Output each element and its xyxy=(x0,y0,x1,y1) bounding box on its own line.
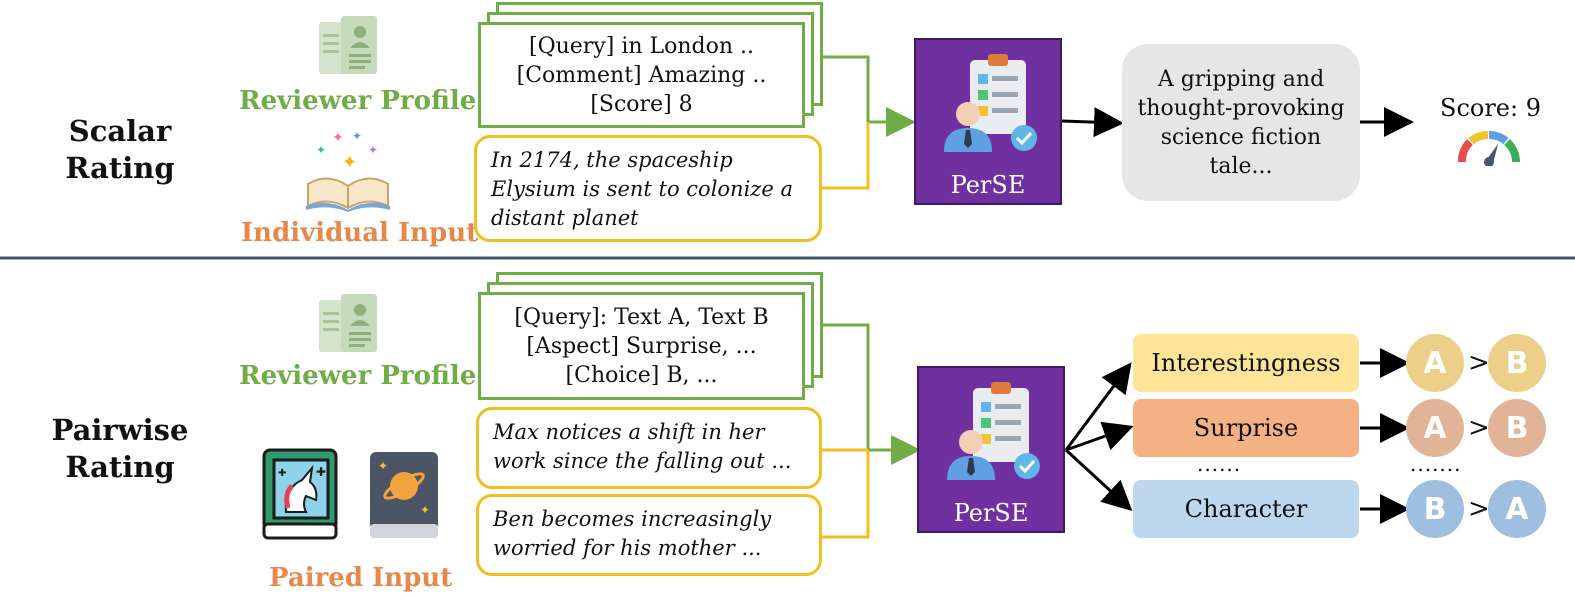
reviewer-clipboard-icon xyxy=(944,54,1037,152)
scalar-perse-label: PerSE xyxy=(950,171,1026,199)
card-line-score: [Score] 8 xyxy=(590,91,693,117)
svg-text:✚: ✚ xyxy=(316,465,326,479)
svg-text:✦: ✦ xyxy=(316,143,326,157)
pairwise-perse-label: PerSE xyxy=(953,499,1029,527)
scalar-reviewer-profile-label: Reviewer Profile xyxy=(239,86,477,116)
profile-card-icon xyxy=(319,16,377,74)
result-ellipsis: ....... xyxy=(1410,452,1462,476)
result-left-circle: A xyxy=(1406,334,1464,392)
paired-input-label: Paired Input xyxy=(269,563,453,593)
score-text: Score: 9 xyxy=(1440,94,1541,122)
card-line-choice: [Choice] B, ... xyxy=(565,362,718,388)
result-right-circle: B xyxy=(1488,334,1546,392)
card-line-query: [Query]: Text A, Text B xyxy=(514,304,769,330)
aspect-surprise: Surprise xyxy=(1133,399,1359,457)
pairwise-story-b-box: Ben becomes increasingly worried for his… xyxy=(476,494,822,576)
result-right-circle: A xyxy=(1488,480,1546,538)
pairwise-reviewer-profile-label: Reviewer Profile xyxy=(239,361,477,391)
svg-text:✦: ✦ xyxy=(368,143,378,157)
scalar-rating-label: Scalar Rating xyxy=(50,113,190,187)
scalar-story-box: In 2174, the spaceship Elysium is sent t… xyxy=(474,135,822,242)
result-left-circle: A xyxy=(1406,399,1464,457)
svg-text:✦: ✦ xyxy=(332,130,344,146)
reviewer-clipboard-icon xyxy=(947,382,1040,480)
scalar-label-line2: Rating xyxy=(65,151,175,185)
scalar-perse-model: PerSE xyxy=(914,38,1062,205)
scalar-label-line1: Scalar xyxy=(68,114,172,148)
result-right-circle: B xyxy=(1488,399,1546,457)
pairwise-profile-card: [Query]: Text A, Text B [Aspect] Surpris… xyxy=(478,292,805,400)
pairwise-rating-label: Pairwise Rating xyxy=(45,412,195,486)
svg-text:✦: ✦ xyxy=(378,459,388,473)
card-line-aspect: [Aspect] Surprise, ... xyxy=(526,333,757,359)
svg-text:✦: ✦ xyxy=(342,152,357,173)
scalar-output-text: A gripping and thought-provoking science… xyxy=(1122,44,1360,201)
profile-card-icon xyxy=(319,294,377,352)
svg-text:✦: ✦ xyxy=(352,129,362,143)
result-operator: > xyxy=(1468,348,1490,378)
card-line-comment: [Comment] Amazing .. xyxy=(516,62,767,88)
card-line-query: [Query] in London .. xyxy=(528,33,755,59)
planet-book-icon: ✦ ✦ xyxy=(370,452,438,538)
pairwise-perse-model: PerSE xyxy=(917,366,1065,533)
result-operator: > xyxy=(1468,494,1490,524)
svg-text:✦: ✦ xyxy=(420,503,430,517)
result-operator: > xyxy=(1468,413,1490,443)
aspect-character: Character xyxy=(1133,480,1359,538)
pairwise-label-line2: Rating xyxy=(65,450,175,484)
svg-text:✚: ✚ xyxy=(278,468,286,479)
pairwise-story-a-box: Max notices a shift in her work since th… xyxy=(476,407,822,489)
unicorn-book-icon: ✚ ✚ xyxy=(262,448,338,540)
aspect-ellipsis: ...... xyxy=(1197,452,1242,476)
open-book-icon: ✦ ✦ ✦ ✦ ✦ xyxy=(306,129,390,212)
gauge-icon xyxy=(1458,130,1520,166)
pairwise-label-line1: Pairwise xyxy=(51,413,189,447)
aspect-interestingness: Interestingness xyxy=(1133,334,1359,392)
result-left-circle: B xyxy=(1406,480,1464,538)
scalar-profile-card: [Query] in London .. [Comment] Amazing .… xyxy=(478,22,805,128)
individual-input-label: Individual Input xyxy=(241,218,479,248)
